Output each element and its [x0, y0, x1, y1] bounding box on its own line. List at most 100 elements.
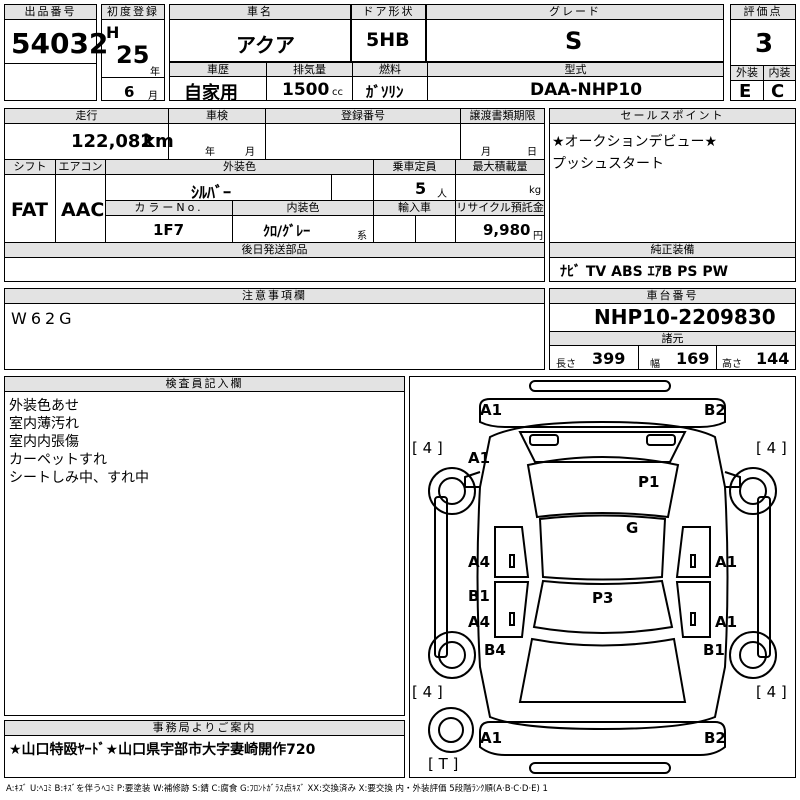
recycle-label: リサイクル預託金	[456, 201, 544, 216]
spec-row-box: 車歴 排気量 燃料 型式 自家用 1500 cc ｶﾞｿﾘﾝ DAA-NHP10	[169, 62, 724, 104]
year-unit: 年	[150, 67, 160, 78]
door-type: 5HB	[366, 29, 410, 51]
notes-label: 注意事項欄	[5, 289, 544, 304]
height: 144	[756, 349, 790, 368]
length: 399	[592, 349, 626, 368]
specs-label: 諸元	[550, 332, 795, 346]
model: DAA-NHP10	[530, 80, 643, 100]
office-label: 事務局よりご案内	[5, 721, 404, 736]
era-letter: H	[106, 23, 120, 42]
grade-box: グレード S	[426, 4, 724, 62]
sales-points-label: セールスポイント	[550, 109, 795, 124]
inspector-line: カーペットすれ	[9, 452, 107, 468]
inspector-line: 室内内張傷	[9, 434, 79, 450]
score-box: 評価点 3 外装 内装 E C	[730, 4, 796, 102]
mark-glass: G	[626, 519, 639, 537]
office-box: 事務局よりご案内 ★山口特殴ﾔｰﾄﾞ★山口県宇部市大字妻崎開作720	[4, 720, 405, 778]
car-name-label: 車名	[170, 5, 350, 20]
grade-label: グレード	[427, 5, 723, 20]
mark-hood-left: A1	[468, 449, 491, 467]
wheel-rear-left	[428, 631, 476, 679]
length-label: 長さ	[556, 359, 576, 370]
car-diagram: A1 B2 A1 P1 G A4 A1 B1 P3 A4 A1 B4 B1 A1…	[409, 376, 796, 778]
shift: FAT	[11, 199, 48, 221]
history-label: 車歴	[170, 63, 266, 77]
mark-roof: P1	[638, 473, 660, 491]
reg-number-label: 登録番号	[265, 109, 460, 124]
later-parts-label: 後日発送部品	[5, 243, 544, 258]
sales-points-box: セールスポイント ★オークションデビュー★ プッシュスタート 純正装備 ﾅﾋﾞ …	[549, 108, 796, 282]
maxload-unit: kg	[529, 185, 542, 196]
capacity: 5	[415, 179, 427, 198]
capacity-unit: 人	[437, 189, 447, 200]
row2-box: 走行 車検 登録番号 譲渡書類期限 122,082 km 年 月 月 日 シフト…	[4, 108, 545, 282]
inspection-label: 車検	[168, 109, 265, 124]
capacity-label: 乗車定員	[373, 160, 455, 175]
inspector-line: 外装色あせ	[9, 398, 79, 414]
mileage: 122,082	[71, 131, 153, 152]
height-label: 高さ	[722, 359, 742, 370]
door-label: ドア形状	[352, 5, 425, 20]
exterior-grade: E	[739, 81, 752, 102]
displacement-label: 排気量	[266, 63, 352, 77]
mark-door-right-front: A1	[715, 553, 738, 571]
reg-month: 6	[124, 83, 135, 101]
chassis-box: 車台番号 NHP10-2209830 諸元 長さ 399 幅 169 高さ 14…	[549, 288, 796, 370]
ac-label: エアコン	[55, 160, 105, 175]
mark-rear-right: B1	[703, 641, 725, 659]
mark-bottom-left: A1	[480, 729, 503, 747]
inspector-line: 室内薄汚れ	[9, 416, 79, 432]
inspection-year-unit: 年	[205, 147, 215, 158]
mark-seat: P3	[592, 589, 614, 607]
sales-point-line: プッシュスタート	[552, 156, 664, 172]
score-label: 評価点	[731, 5, 795, 20]
ac: AAC	[61, 199, 105, 221]
spare-wheel	[428, 707, 474, 753]
wheel-rear-right	[729, 631, 777, 679]
legend: A:ｷｽﾞ U:ﾍｺﾐ B:ｷｽﾞを伴うﾍｺﾐ P:要塗装 W:補修跡 S:錆 …	[6, 784, 548, 794]
interior-color-label: 内装色	[232, 201, 373, 216]
notes-box: 注意事項欄 W62G	[4, 288, 545, 370]
mark-door-left-rear-b: B1	[468, 587, 490, 605]
wheel-front-left	[428, 467, 476, 515]
displacement-unit: cc	[332, 87, 343, 98]
tire-rl-tread: [ 4 ]	[412, 683, 443, 701]
transfer-label: 譲渡書類期限	[460, 109, 544, 124]
exterior-color: ｼﾙﾊﾞｰ	[191, 183, 232, 202]
history: 自家用	[184, 83, 238, 104]
fuel: ｶﾞｿﾘﾝ	[366, 83, 404, 101]
wheel-front-right	[729, 467, 777, 515]
car-name: アクア	[236, 33, 295, 57]
maxload-label: 最大積載量	[455, 160, 544, 175]
tire-fr-tread: [ 4 ]	[756, 439, 787, 457]
mark-door-left-front: A4	[468, 553, 491, 571]
tire-rr-tread: [ 4 ]	[756, 683, 787, 701]
recycle: 9,980	[483, 221, 531, 239]
equipment-items: ﾅﾋﾞ TV ABS ｴｱB PS PW	[560, 264, 729, 280]
grade: S	[565, 27, 583, 55]
lot-box: 出品番号 54032	[4, 4, 108, 101]
displacement: 1500	[282, 80, 330, 100]
car-outline	[434, 380, 771, 774]
trunk-mark: [ T ]	[428, 755, 459, 773]
notes-text: W62G	[11, 309, 76, 328]
exterior-label: 外装	[731, 66, 763, 80]
color-no-label: カラーNo.	[106, 201, 232, 216]
transfer-month-unit: 月	[481, 147, 491, 158]
tire-fl-tread: [ 4 ]	[412, 439, 443, 457]
month-unit: 月	[148, 91, 158, 102]
mark-door-right-rear: A1	[715, 613, 738, 631]
lot-number: 54032	[11, 27, 109, 60]
shift-label: シフト	[5, 160, 55, 175]
inspection-month-unit: 月	[245, 147, 255, 158]
inspector-label: 検査員記入欄	[5, 377, 404, 392]
inspector-box: 検査員記入欄 外装色あせ 室内薄汚れ 室内内張傷 カーペットすれ シートしみ中、…	[4, 376, 405, 716]
width-label: 幅	[650, 359, 660, 370]
model-label: 型式	[427, 63, 723, 77]
door-box: ドア形状 5HB	[351, 4, 426, 62]
reg-year: 25	[116, 41, 150, 69]
interior-color-unit: 系	[357, 231, 367, 242]
mark-front-right: B2	[704, 401, 726, 419]
mark-front-left: A1	[480, 401, 503, 419]
office-text: ★山口特殴ﾔｰﾄﾞ★山口県宇部市大字妻崎開作720	[9, 742, 316, 758]
